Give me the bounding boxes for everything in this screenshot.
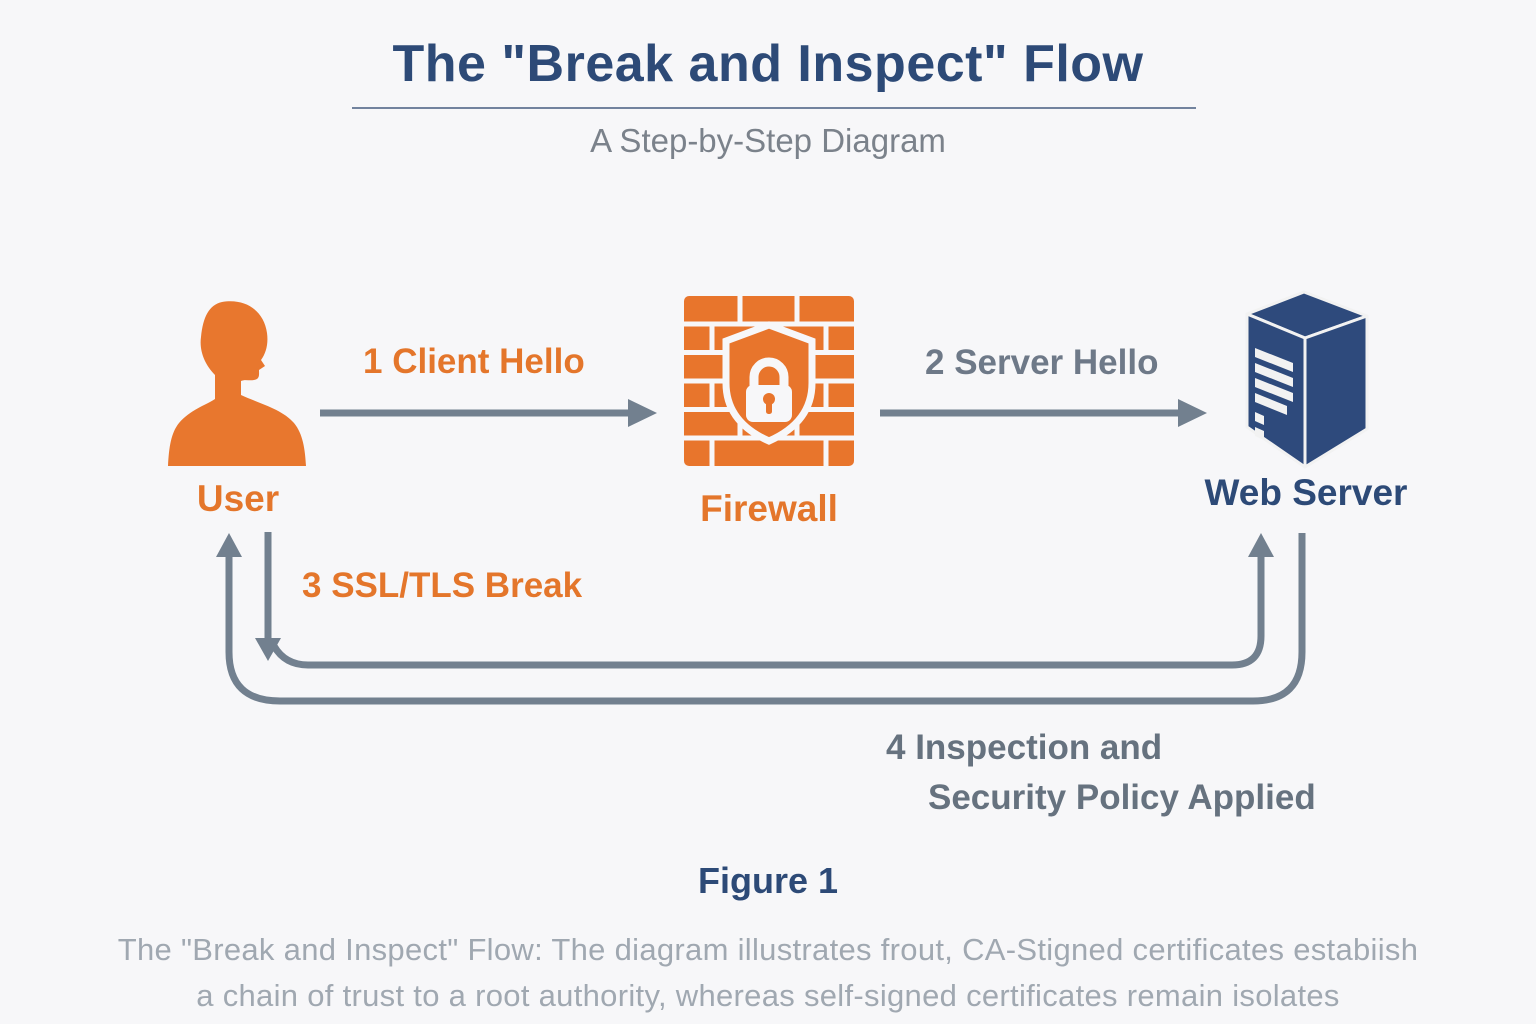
user-silhouette-icon xyxy=(168,301,306,466)
title-underline xyxy=(352,107,1196,109)
return-path-inner xyxy=(270,554,1265,669)
lock-icon xyxy=(746,357,792,422)
figure-label: Figure 1 xyxy=(697,860,839,901)
server-hello-arrowhead xyxy=(1178,399,1207,427)
page-title: The "Break and Inspect" Flow xyxy=(392,35,1144,93)
return-path-outer xyxy=(225,533,1306,705)
step2-server-hello-label: 2 Server Hello xyxy=(925,343,1159,382)
step3-ssl-tls-break-label: 3 SSL/TLS Break xyxy=(302,566,583,605)
page-subtitle: A Step-by-Step Diagram xyxy=(590,122,946,159)
down-arrowhead-at-user xyxy=(255,638,281,661)
step4-inspection-label-line1: 4 Inspection and xyxy=(886,728,1163,767)
client-hello-arrowhead xyxy=(628,399,657,427)
firewall-node-label: Firewall xyxy=(700,488,838,529)
caption-line1: The "Break and Inspect" Flow: The diagra… xyxy=(117,932,1419,967)
firewall-shield-lock-icon xyxy=(684,296,854,466)
step1-client-hello-label: 1 Client Hello xyxy=(363,342,585,381)
up-arrowhead-at-user xyxy=(216,533,242,557)
shield-icon xyxy=(722,321,816,445)
user-node-label: User xyxy=(196,478,280,519)
up-arrowhead-at-webserver xyxy=(1248,533,1274,557)
step4-inspection-label-line2: Security Policy Applied xyxy=(928,778,1316,817)
web-server-node-label: Web Server xyxy=(1204,472,1408,513)
caption-line2: a chain of trust to a root authority, wh… xyxy=(196,978,1340,1013)
server-tower-icon xyxy=(1245,290,1369,469)
